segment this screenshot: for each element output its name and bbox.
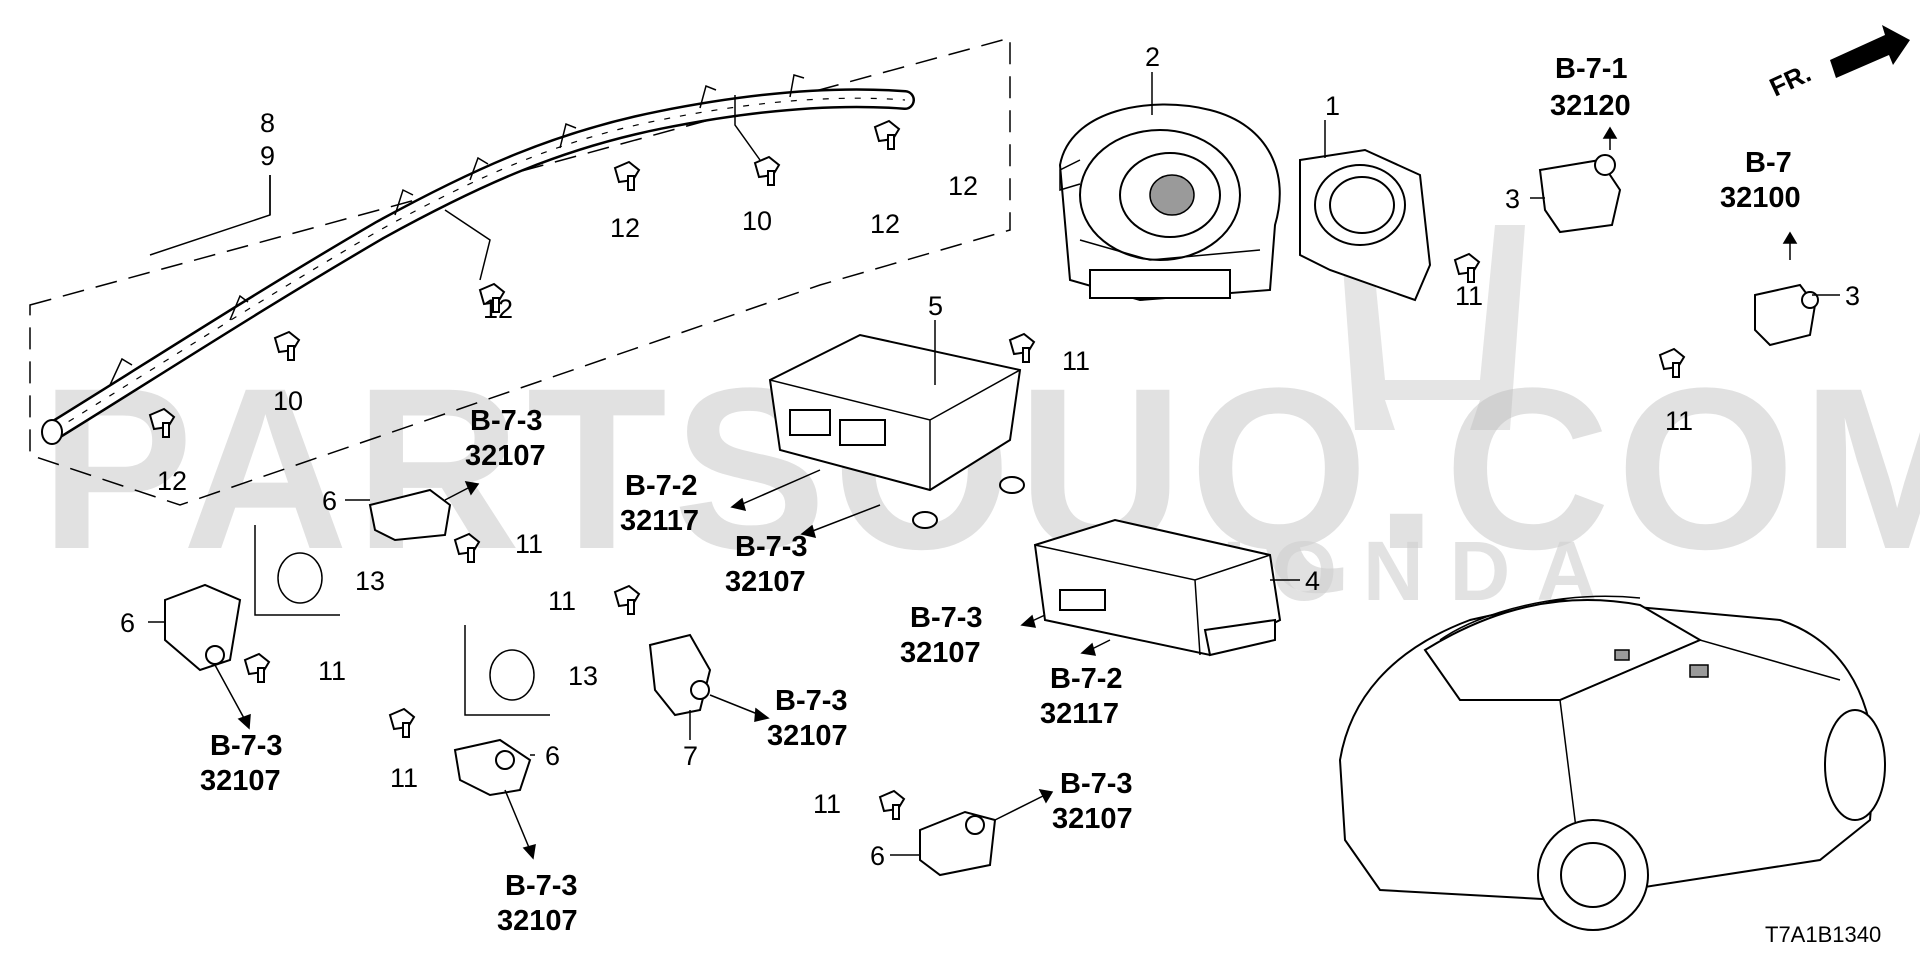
steering-angle-sensor — [1299, 148, 1432, 302]
callout-2: 2 — [1145, 42, 1160, 72]
curtain-airbag-brackets — [109, 74, 805, 386]
ref-partno-32117-a: 32117 — [620, 505, 699, 537]
callout-11-d: 11 — [515, 529, 543, 559]
callout-12-d: 12 — [483, 294, 513, 324]
callout-6-d: 6 — [870, 841, 885, 871]
ref-section-b72-a: B-7-2 — [625, 470, 698, 502]
front-direction-label: FR. — [1765, 58, 1816, 103]
callout-13-a: 13 — [355, 566, 385, 596]
ref-section-b73-b: B-7-3 — [735, 531, 808, 563]
ref-section-b71: B-7-1 — [1555, 53, 1628, 85]
leader-lines — [148, 72, 1840, 856]
callout-7: 7 — [683, 741, 698, 771]
front-direction-indicator: FR. — [1765, 25, 1910, 102]
srs-control-unit — [768, 333, 1025, 529]
ref-section-b72-b: B-7-2 — [1050, 663, 1123, 695]
curtain-airbag-bolts — [148, 119, 901, 438]
callout-11-c: 11 — [1665, 406, 1693, 436]
ref-section-b73-d: B-7-3 — [775, 685, 848, 717]
bolts-11 — [243, 252, 1686, 820]
callout-12-b: 12 — [870, 209, 900, 239]
bolt-icon — [873, 119, 901, 150]
curtain-airbag-boundary — [29, 37, 1011, 506]
front-impact-sensor-3 — [453, 738, 532, 797]
bolt-icon — [148, 407, 176, 438]
front-impact-sensor-7 — [648, 633, 712, 717]
callout-4: 4 — [1305, 566, 1320, 596]
front-impact-sensor-2 — [164, 583, 242, 672]
callout-12-a: 12 — [948, 171, 978, 201]
o-ring-1 — [254, 525, 340, 616]
front-impact-sensor-4 — [919, 810, 997, 877]
callout-6-c: 6 — [545, 741, 560, 771]
bolt-icon — [1008, 332, 1036, 363]
callout-1: 1 — [1325, 91, 1340, 121]
clock-spring — [1058, 103, 1281, 302]
ref-partno-32107-d: 32107 — [767, 720, 848, 752]
callout-3: 3 — [1505, 184, 1520, 214]
callout-6-a: 6 — [322, 486, 337, 516]
callout-11-g: 11 — [390, 763, 418, 793]
front-impact-sensor-1 — [368, 488, 452, 542]
diagram-code: T7A1B1340 — [1765, 922, 1881, 947]
curtain-airbag-inflator-end — [41, 419, 63, 445]
ref-partno-32100: 32100 — [1720, 182, 1801, 214]
callout-6-b: 6 — [120, 608, 135, 638]
callout-10-b: 10 — [273, 386, 303, 416]
bolt-icon — [613, 160, 641, 191]
callout-11-f: 11 — [318, 656, 346, 686]
ref-section-b7: B-7 — [1745, 147, 1792, 179]
front-arrow-icon — [1830, 25, 1910, 78]
callout-12-e: 12 — [157, 466, 187, 496]
callout-3-right: 3 — [1845, 281, 1860, 311]
callout-8: 8 — [260, 108, 275, 138]
callout-11-h: 11 — [813, 789, 841, 819]
callout-numbers: 1 2 3 3 4 5 6 6 6 6 7 8 9 10 10 11 11 11… — [120, 42, 1860, 871]
callout-13-b: 13 — [568, 661, 598, 691]
callout-12-c: 12 — [610, 213, 640, 243]
ref-section-b73-e: B-7-3 — [210, 730, 283, 762]
vehicle-outline — [1338, 595, 1886, 931]
bolt-icon — [1658, 347, 1686, 378]
ref-section-b73-c: B-7-3 — [910, 602, 983, 634]
ref-partno-32117-b: 32117 — [1040, 698, 1119, 730]
bolt-icon — [243, 652, 271, 683]
ref-section-b73-g: B-7-3 — [1060, 768, 1133, 800]
bolt-icon — [1453, 252, 1481, 283]
second-control-unit — [1033, 518, 1282, 657]
ref-partno-32107-c: 32107 — [900, 637, 981, 669]
bolt-icon — [478, 282, 506, 313]
ref-partno-32107-e: 32107 — [200, 765, 281, 797]
ref-partno-32107-a: 32107 — [465, 440, 546, 472]
bolt-icon — [453, 532, 481, 563]
callout-5: 5 — [928, 291, 943, 321]
bolt-icon — [388, 707, 416, 738]
side-impact-sensor-upper — [1538, 154, 1622, 234]
side-impact-sensor-right — [1754, 283, 1819, 347]
bolt-icon — [878, 789, 906, 820]
callout-10-a: 10 — [742, 206, 772, 236]
callout-11-e: 11 — [548, 586, 576, 616]
ref-section-b73-a: B-7-3 — [470, 405, 543, 437]
ref-partno-32107-f: 32107 — [497, 905, 578, 937]
bolt-icon — [753, 155, 781, 186]
ref-section-b73-f: B-7-3 — [505, 870, 578, 902]
reference-arrows — [214, 126, 1798, 860]
o-ring-2 — [464, 625, 550, 716]
reference-labels: B-7-1 32120 B-7 32100 B-7-2 32117 B-7-2 … — [200, 53, 1801, 937]
ref-partno-32120: 32120 — [1550, 90, 1631, 122]
callout-9: 9 — [260, 141, 275, 171]
curtain-airbag-group — [29, 37, 1011, 506]
bolt-icon — [273, 330, 301, 361]
ref-partno-32107-b: 32107 — [725, 566, 806, 598]
callout-11-b: 11 — [1455, 281, 1483, 311]
callout-11-a: 11 — [1062, 346, 1090, 376]
ref-partno-32107-g: 32107 — [1052, 803, 1133, 835]
bolt-icon — [613, 584, 641, 615]
